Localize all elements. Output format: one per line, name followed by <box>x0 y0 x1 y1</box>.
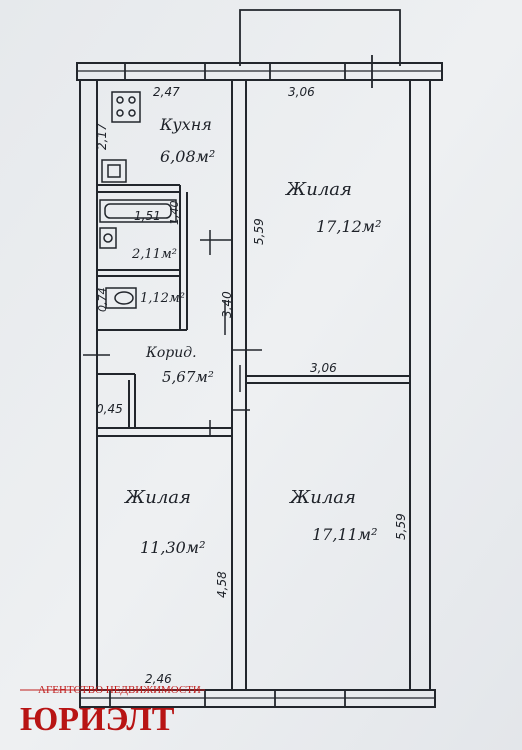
living-top-name: Жилая <box>284 179 352 200</box>
room-labels: Кухня 6,08м² Жилая 17,12м² 2,11м² 1,12м²… <box>123 115 381 557</box>
agency-watermark: АГЕНТСТВО НЕДВИЖИМОСТИ ЮРИЭЛТ <box>20 684 205 738</box>
dim-bottom-right-height: 5,59 <box>394 513 408 540</box>
kitchen-area: 6,08м² <box>160 147 215 166</box>
dim-closet: 0,45 <box>96 402 123 416</box>
dim-top-right-width: 3,06 <box>288 85 315 99</box>
outer-walls <box>76 62 443 708</box>
dim-bath-height: 1,40 <box>168 201 181 226</box>
watermark-brand: ЮРИЭЛТ <box>20 701 175 738</box>
dim-kitchen-width: 2,47 <box>153 85 180 99</box>
wc-area: 1,12м² <box>140 291 185 306</box>
interior-walls <box>97 80 410 690</box>
living-top-area: 17,12м² <box>316 217 381 236</box>
kitchen-name: Кухня <box>159 115 212 134</box>
stove-icon <box>111 91 141 123</box>
dim-wc-depth: 3,40 <box>220 291 234 318</box>
dim-wc-width: 0,74 <box>96 288 109 313</box>
dim-top-right-height: 5,59 <box>252 218 266 245</box>
corridor-area: 5,67м² <box>162 368 214 386</box>
bath-area: 2,11м² <box>131 247 177 262</box>
dim-kitchen-height: 2,17 <box>95 123 109 150</box>
corridor-name: Корид. <box>145 345 197 361</box>
dimension-labels: 2,47 2,17 3,06 5,59 1,51 1,40 0,74 3,40 … <box>95 85 408 686</box>
dim-bath-width: 1,51 <box>134 209 161 223</box>
toilet-icon <box>105 287 137 309</box>
bathtub-icon <box>99 199 177 223</box>
window-marks <box>109 55 373 707</box>
dim-bottom-left-width: 2,46 <box>145 672 172 686</box>
dim-mid-width: 3,06 <box>310 361 337 375</box>
living-br-area: 17,11м² <box>312 525 377 544</box>
living-bl-area: 11,30м² <box>140 538 205 557</box>
kitchen-sink-icon <box>101 159 127 183</box>
balcony-outline <box>239 9 401 66</box>
door-marks <box>83 230 262 436</box>
living-bl-name: Жилая <box>123 487 191 508</box>
watermark-tagline: АГЕНТСТВО НЕДВИЖИМОСТИ <box>38 684 201 696</box>
bath-sink-icon <box>99 227 117 249</box>
dim-bottom-left-height: 4,58 <box>215 571 229 598</box>
living-br-name: Жилая <box>288 487 356 508</box>
